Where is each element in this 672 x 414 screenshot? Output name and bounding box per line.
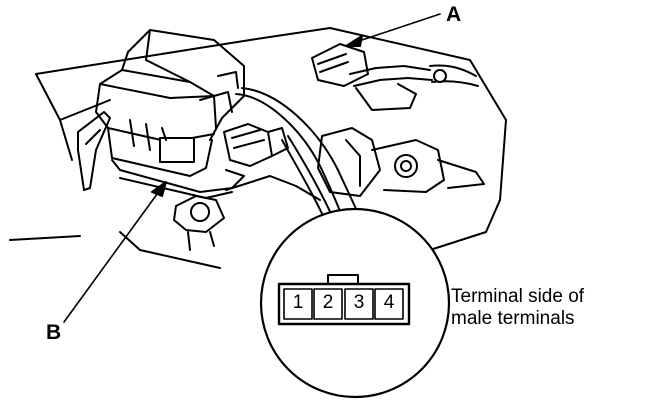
connector-a <box>311 43 479 111</box>
caption-line-1: Terminal side of <box>451 286 585 307</box>
wire-harness <box>235 87 361 223</box>
terminal-3-label: 3 <box>353 292 365 313</box>
terminal-4-label: 4 <box>383 292 395 313</box>
body-panel <box>9 27 507 269</box>
mounting-bracket <box>77 111 321 251</box>
side-bracket <box>317 127 485 197</box>
connector-detail-circle <box>259 207 451 399</box>
leader-lines <box>63 13 441 323</box>
caption-line-2: male terminals <box>451 308 575 329</box>
terminal-2-label: 2 <box>322 292 334 313</box>
terminal-cells <box>283 288 404 320</box>
connector-caption: Terminal side of male terminals <box>451 286 584 330</box>
control-module <box>95 29 245 177</box>
terminal-1-label: 1 <box>292 292 304 313</box>
callout-label-b: B <box>46 321 62 344</box>
callout-label-a: A <box>446 3 462 26</box>
module-connector <box>223 123 289 167</box>
